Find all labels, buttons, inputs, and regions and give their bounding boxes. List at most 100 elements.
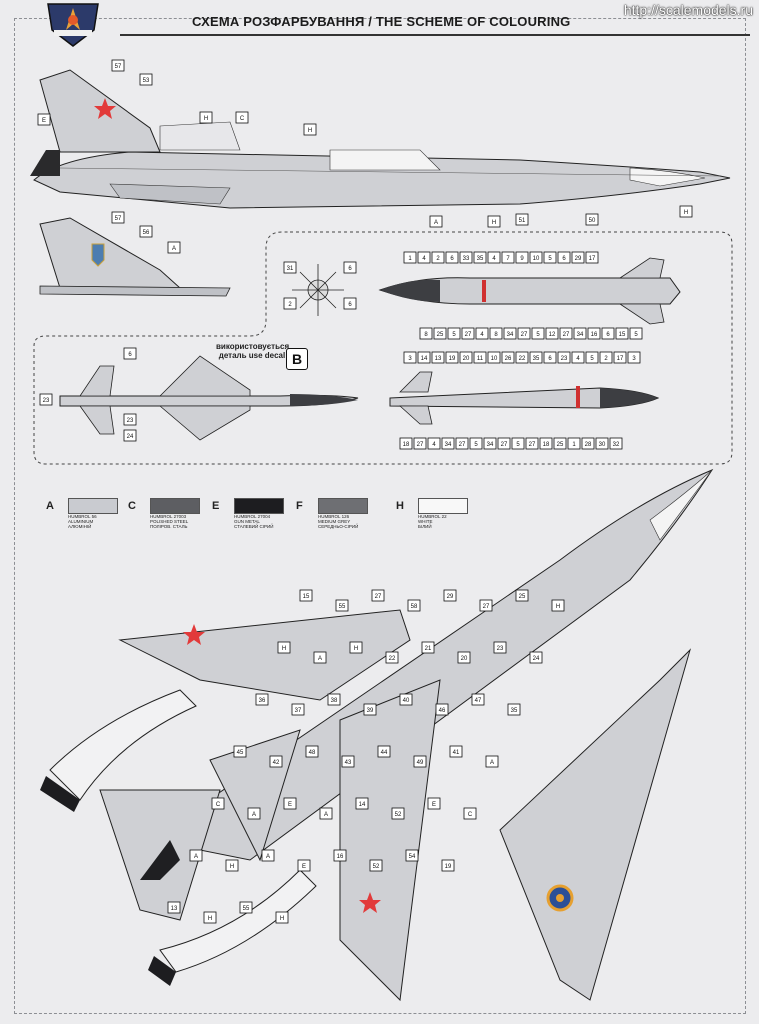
missile-callout: 3 xyxy=(408,356,412,362)
missile-callout: 34 xyxy=(577,332,584,338)
side-callout-box xyxy=(235,111,249,124)
missile-callout: 28 xyxy=(585,442,592,448)
missile-callout: 6 xyxy=(450,256,454,262)
missile-callout: 6 xyxy=(348,266,352,272)
plan-callout: 58 xyxy=(411,604,418,610)
plan-callout-box xyxy=(551,599,565,612)
plan-callout: 21 xyxy=(425,646,432,652)
missile-callout-box xyxy=(511,437,525,450)
legend-code: HUMBROL 27003 xyxy=(150,514,187,519)
plan-callout-box xyxy=(407,599,421,612)
missile-callout: 33 xyxy=(463,256,470,262)
missile-callout: 5 xyxy=(536,332,540,338)
missile-callout-box xyxy=(613,351,627,364)
missile-callout: 8 xyxy=(494,332,498,338)
plan-callout-box xyxy=(261,849,275,862)
plan-left-wing xyxy=(118,609,411,701)
plan-callout-box xyxy=(189,849,203,862)
swatch-polished-steel xyxy=(150,498,200,514)
side-callout-box xyxy=(585,213,599,226)
missile-callout-box xyxy=(543,251,557,264)
plan-callout-box xyxy=(369,859,383,872)
legend-name-ua: БІЛИЙ xyxy=(418,524,432,529)
header-rule xyxy=(120,10,750,36)
plan-callout: A xyxy=(252,812,256,818)
missile-callout: 25 xyxy=(557,442,564,448)
missile-callout: 14 xyxy=(421,356,428,362)
missile-callout: 2 xyxy=(288,302,292,308)
missile-callout-box xyxy=(413,437,427,450)
missile-callout: 27 xyxy=(465,332,472,338)
plan-callout-box xyxy=(269,755,283,768)
plan-callout-box xyxy=(319,807,333,820)
plan-callout: 48 xyxy=(309,750,316,756)
plan-callout-box xyxy=(413,755,427,768)
plan-callout: 24 xyxy=(533,656,540,662)
side-callout: H xyxy=(308,128,312,134)
missile-callout-box xyxy=(445,251,459,264)
plan-callout: 25 xyxy=(519,594,526,600)
plan-callout-box xyxy=(275,911,289,924)
missile-callout: 26 xyxy=(505,356,512,362)
legend-code: HUMBROL 56 xyxy=(68,514,97,519)
plan-callout-box xyxy=(255,693,269,706)
side-callout: 57 xyxy=(115,64,122,70)
missile-callout-box xyxy=(599,351,613,364)
missile-callout-box xyxy=(557,251,571,264)
missile-callout: 2 xyxy=(604,356,608,362)
missile-callout-box xyxy=(559,327,573,340)
plan-callout: 47 xyxy=(475,698,482,704)
plan-callout-box xyxy=(167,901,181,914)
swatch-aluminium xyxy=(68,498,118,514)
missile-callout-box xyxy=(489,327,503,340)
plan-callout-box xyxy=(247,807,261,820)
missile-callout: 27 xyxy=(563,332,570,338)
missile-lower xyxy=(389,371,660,425)
separate-wing xyxy=(499,648,692,1001)
plan-callout-box xyxy=(493,641,507,654)
missile-callout: 8 xyxy=(424,332,428,338)
plan-callout: 45 xyxy=(237,750,244,756)
missile-callout: 34 xyxy=(507,332,514,338)
missile-callout: 10 xyxy=(533,256,540,262)
missile-callout: 31 xyxy=(287,266,294,272)
missile-callout: 20 xyxy=(463,356,470,362)
legend-name-en: ALUMINIUM xyxy=(68,519,94,524)
missile-callout: 5 xyxy=(634,332,638,338)
missile-callout: 4 xyxy=(432,442,436,448)
missile-callout-box xyxy=(567,437,581,450)
missile-callout-box xyxy=(123,347,137,360)
missile-callout: 12 xyxy=(549,332,556,338)
side-radome xyxy=(629,167,706,187)
missile-callout-box xyxy=(539,437,553,450)
legend-code: HUMBROL 22 xyxy=(418,514,447,519)
side-callout-box xyxy=(199,111,213,124)
side-callout-box xyxy=(515,213,529,226)
plan-callout: A xyxy=(490,760,494,766)
plan-callout-box xyxy=(443,589,457,602)
decal-letter-box: B xyxy=(286,348,308,370)
plan-callout-box xyxy=(313,651,327,664)
missile-callout: 27 xyxy=(459,442,466,448)
plan-callout: H xyxy=(208,916,212,922)
missile-callout-box xyxy=(515,351,529,364)
plan-callout: 54 xyxy=(409,854,416,860)
plan-callout: 55 xyxy=(339,604,346,610)
missile-callout-box xyxy=(431,351,445,364)
tail-shield xyxy=(91,243,105,267)
plan-callout: E xyxy=(432,802,436,808)
plan-right-wing xyxy=(339,679,441,1002)
missile-callout-box xyxy=(545,327,559,340)
plan-exhaust xyxy=(140,840,180,880)
missile-callout-box xyxy=(573,327,587,340)
plan-callout: C xyxy=(216,802,221,808)
side-callout-box xyxy=(139,73,153,86)
plan-callout: 52 xyxy=(395,812,402,818)
plan-callout: H xyxy=(230,864,234,870)
missile-callout-box xyxy=(501,351,515,364)
roundel-detail xyxy=(292,264,344,316)
page-border xyxy=(14,18,746,1014)
plan-callout: 23 xyxy=(497,646,504,652)
